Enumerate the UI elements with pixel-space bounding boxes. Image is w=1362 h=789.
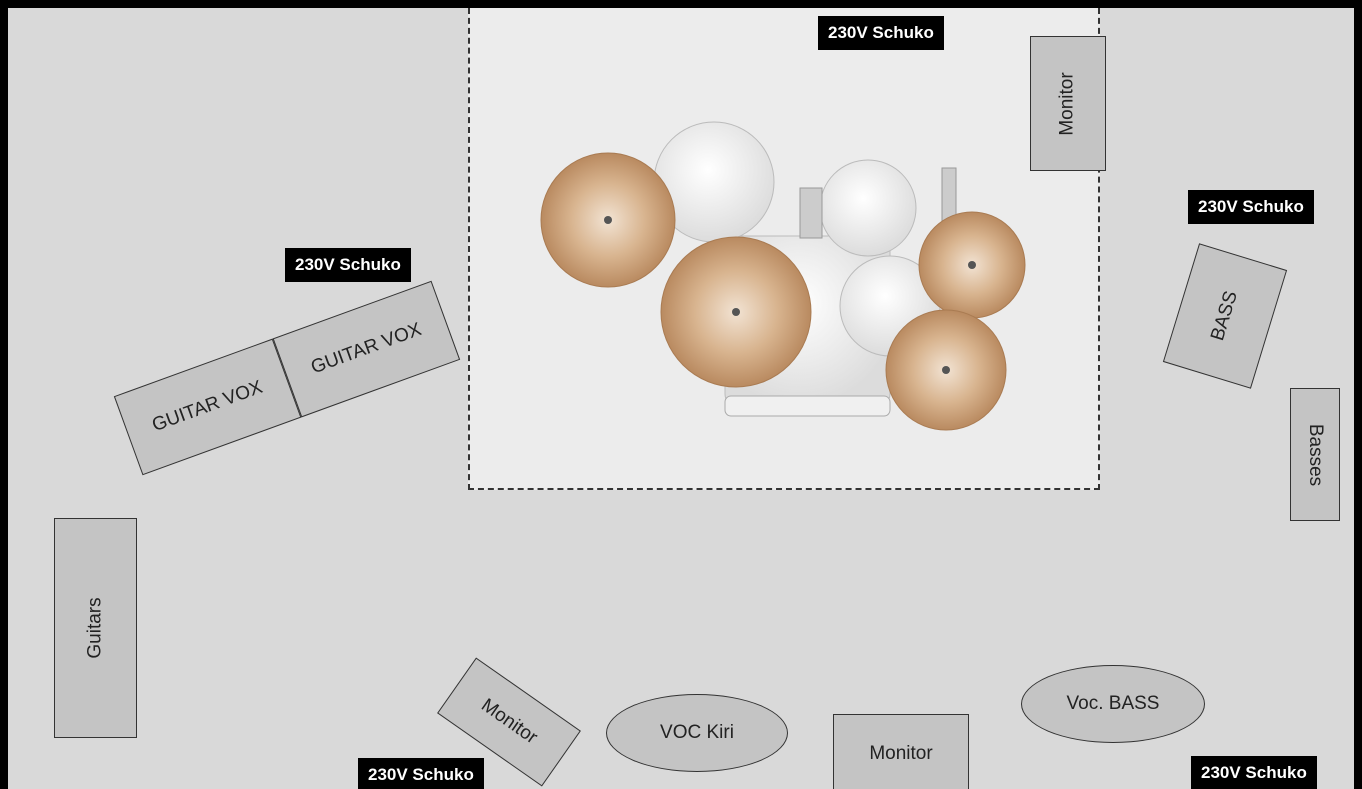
power-outlet-bottom-right: 230V Schuko — [1191, 756, 1317, 789]
vocal-position-kiri: VOC Kiri — [606, 694, 788, 772]
drum-monitor: Monitor — [1030, 36, 1106, 171]
drum-riser-area — [468, 8, 1100, 490]
rack-tom — [819, 159, 917, 257]
bass-drum-hoop — [724, 395, 891, 417]
kick-pedal — [799, 187, 823, 239]
guitar-vox-amp-left: GUITAR VOX — [113, 338, 302, 476]
guitars-rack: Guitars — [54, 518, 137, 738]
power-outlet-left: 230V Schuko — [285, 248, 411, 282]
basses-rack: Basses — [1290, 388, 1340, 521]
vocal-position-bass: Voc. BASS — [1021, 665, 1205, 743]
guitar-vox-amp-right: GUITAR VOX — [272, 280, 461, 418]
power-outlet-right: 230V Schuko — [1188, 190, 1314, 224]
monitor-front-center: Monitor — [833, 714, 969, 789]
guitar-vox-group: GUITAR VOX GUITAR VOX — [113, 280, 461, 476]
stage-plan: 230V Schuko 230V Schuko 230V Schuko 230V… — [8, 8, 1354, 789]
drum-kit — [540, 121, 1026, 431]
power-outlet-bottom-left: 230V Schuko — [358, 758, 484, 789]
power-outlet-top: 230V Schuko — [818, 16, 944, 50]
bass-amp: BASS — [1162, 243, 1288, 389]
